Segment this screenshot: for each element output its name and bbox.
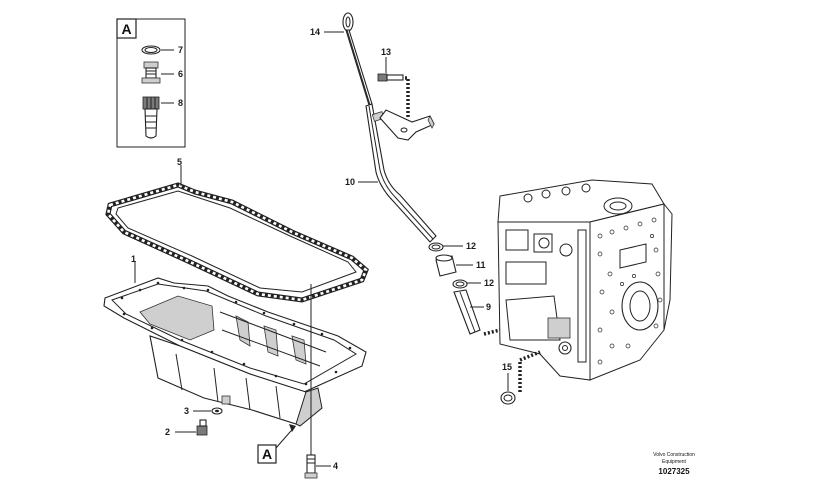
drawing-number: 1027325 [658,467,690,476]
callout-11: 11 [476,260,486,270]
view-reference-a: A [257,424,296,464]
callout-14: 14 [310,27,320,37]
brand-watermark: Volvo Construction Equipment 1027325 [653,452,695,476]
dipstick-part [342,12,373,106]
callout-5: 5 [177,157,182,167]
callout-15: 15 [502,362,512,372]
callout-12-upper: 12 [466,241,476,251]
callout-2: 2 [165,427,170,437]
seal-ring-upper-part [428,242,444,252]
oil-pan-gasket-part [105,182,369,303]
callout-3: 3 [184,406,189,416]
drain-plug-part [196,419,208,436]
callout-4: 4 [333,461,338,471]
seal-ring-part [141,45,161,55]
drain-adapter-part [141,61,161,84]
pan-bolt-part [304,284,318,479]
detail-box-a: A 7 6 8 [116,18,186,148]
hose-nipple-part [142,96,160,139]
tube-bracket-part [379,109,435,141]
callout-10: 10 [345,177,355,187]
seal-ring-lower-part [452,279,468,289]
seal-ring-15-part [500,391,516,405]
brand-line-2: Equipment [662,459,687,465]
dipstick-tube-part [365,103,437,243]
callout-6: 6 [178,69,183,79]
callout-7: 7 [178,45,183,55]
bracket-bolt-part [377,73,404,82]
sleeve-part [435,254,457,277]
engine-block-part [497,179,673,381]
drain-washer-part [211,407,223,415]
callout-13: 13 [381,47,391,57]
callout-12-lower: 12 [484,278,494,288]
callout-9: 9 [486,302,491,312]
detail-box-label: A [121,21,131,37]
callout-8: 8 [178,98,183,108]
callout-1: 1 [131,254,136,264]
brand-line-1: Volvo Construction [653,452,695,458]
view-reference-label: A [262,446,272,462]
lower-tube-part [453,289,481,335]
oil-pan-part [103,277,367,427]
